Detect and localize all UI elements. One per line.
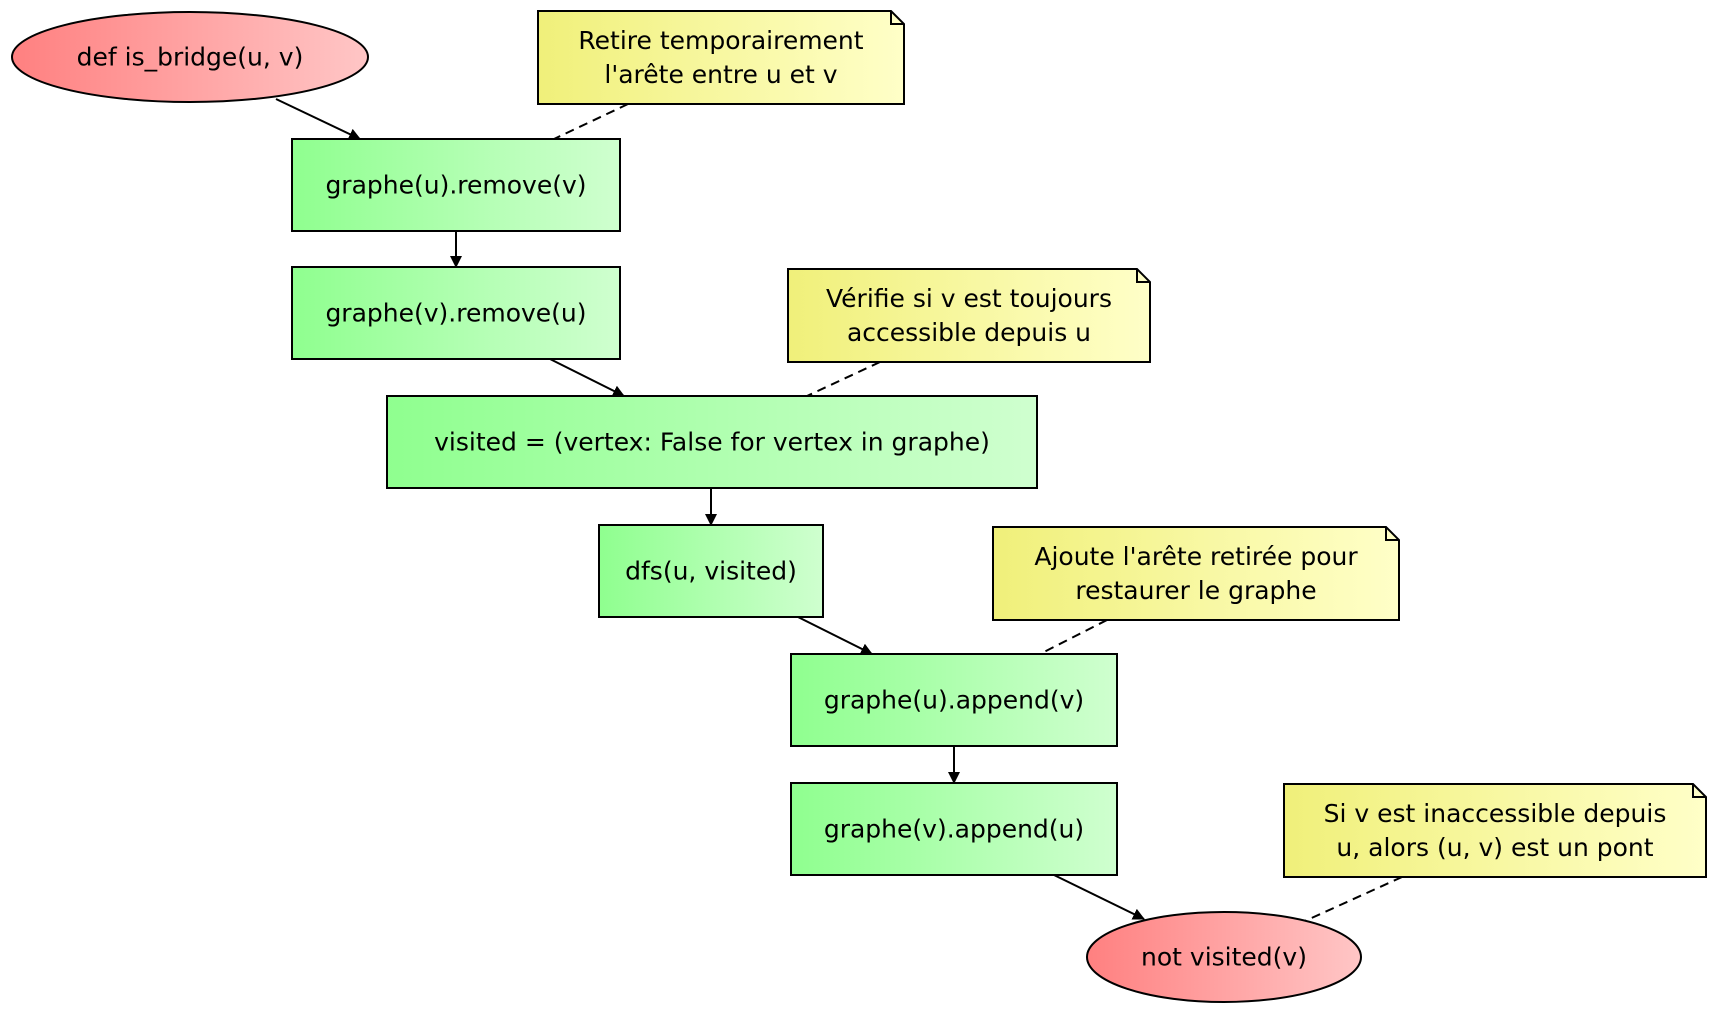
note-note-restore: Ajoute l'arête retirée pour restaurer le …	[992, 526, 1400, 621]
node-start-label: def is_bridge(u, v)	[77, 43, 304, 72]
node-start-shape	[11, 11, 369, 103]
node-visited-init: visited = (vertex: False for vertex in g…	[386, 395, 1038, 489]
nodes-layer: def is_bridge(u, v) graphe(u).remove(v) gr…	[11, 11, 1362, 1003]
node-remove-uv: graphe(u).remove(v)	[291, 138, 621, 232]
node-end: not visited(v)	[1086, 911, 1362, 1003]
notes-layer: Retire temporairement l'arête entre u et …	[537, 10, 1707, 878]
note-note-result-line-1: Si v est inaccessible depuis	[1324, 799, 1667, 828]
node-remove-vu-shape	[291, 266, 621, 360]
node-dfs-call-label: dfs(u, visited)	[625, 557, 797, 586]
note-note-check-line-1: Vérifie si v est toujours	[826, 284, 1112, 313]
note-link-note-result-to-end	[1304, 876, 1403, 922]
node-append-vu-label: graphe(v).append(u)	[824, 815, 1084, 844]
node-append-uv-label: graphe(u).append(v)	[824, 686, 1084, 715]
node-dfs-call-shape	[598, 524, 824, 618]
edge-dfs-call-to-append-uv	[797, 616, 873, 655]
note-note-restore-line-1: Ajoute l'arête retirée pour	[1034, 542, 1358, 571]
edges-layer	[275, 98, 1145, 920]
node-visited-init-label: visited = (vertex: False for vertex in g…	[434, 428, 990, 457]
note-note-result: Si v est inaccessible depuis u, alors (u,…	[1283, 783, 1707, 878]
node-visited-init-shape	[386, 395, 1038, 489]
note-fold-corner	[1136, 269, 1150, 283]
node-append-uv: graphe(u).append(v)	[790, 653, 1118, 747]
note-link-note-check-to-visited-init	[806, 361, 881, 397]
node-append-vu-shape	[790, 782, 1118, 876]
note-link-note-remove-to-remove-uv	[553, 103, 629, 140]
note-note-remove-line-1: Retire temporairement	[578, 26, 863, 55]
node-end-shape	[1086, 911, 1362, 1003]
note-note-result-shape	[1283, 783, 1707, 878]
node-append-uv-shape	[790, 653, 1118, 747]
note-note-remove-line-2: l'arête entre u et v	[604, 60, 837, 89]
note-fold-corner	[1385, 527, 1399, 541]
node-append-vu: graphe(v).append(u)	[790, 782, 1118, 876]
node-remove-uv-label: graphe(u).remove(v)	[325, 171, 586, 200]
note-note-result-line-2: u, alors (u, v) est un pont	[1336, 833, 1653, 862]
note-note-check-line-2: accessible depuis u	[847, 318, 1091, 347]
edge-start-to-remove-uv	[275, 98, 361, 140]
node-end-label: not visited(v)	[1141, 943, 1307, 972]
edge-remove-vu-to-visited-init	[549, 358, 625, 397]
note-link-note-restore-to-append-uv	[1039, 619, 1108, 655]
note-note-remove: Retire temporairement l'arête entre u et …	[537, 10, 905, 105]
node-remove-vu: graphe(v).remove(u)	[291, 266, 621, 360]
note-note-remove-shape	[537, 10, 905, 105]
note-note-restore-shape	[992, 526, 1400, 621]
note-fold-corner	[890, 11, 904, 25]
node-remove-vu-label: graphe(v).remove(u)	[325, 299, 586, 328]
node-start: def is_bridge(u, v)	[11, 11, 369, 103]
node-remove-uv-shape	[291, 138, 621, 232]
edge-append-vu-to-end	[1053, 874, 1145, 920]
node-dfs-call: dfs(u, visited)	[598, 524, 824, 618]
note-note-restore-line-2: restaurer le graphe	[1075, 576, 1316, 605]
note-fold-corner	[1692, 784, 1706, 798]
note-note-check: Vérifie si v est toujours accessible depu…	[787, 268, 1151, 363]
note-note-check-shape	[787, 268, 1151, 363]
note-links-layer	[553, 103, 1403, 922]
